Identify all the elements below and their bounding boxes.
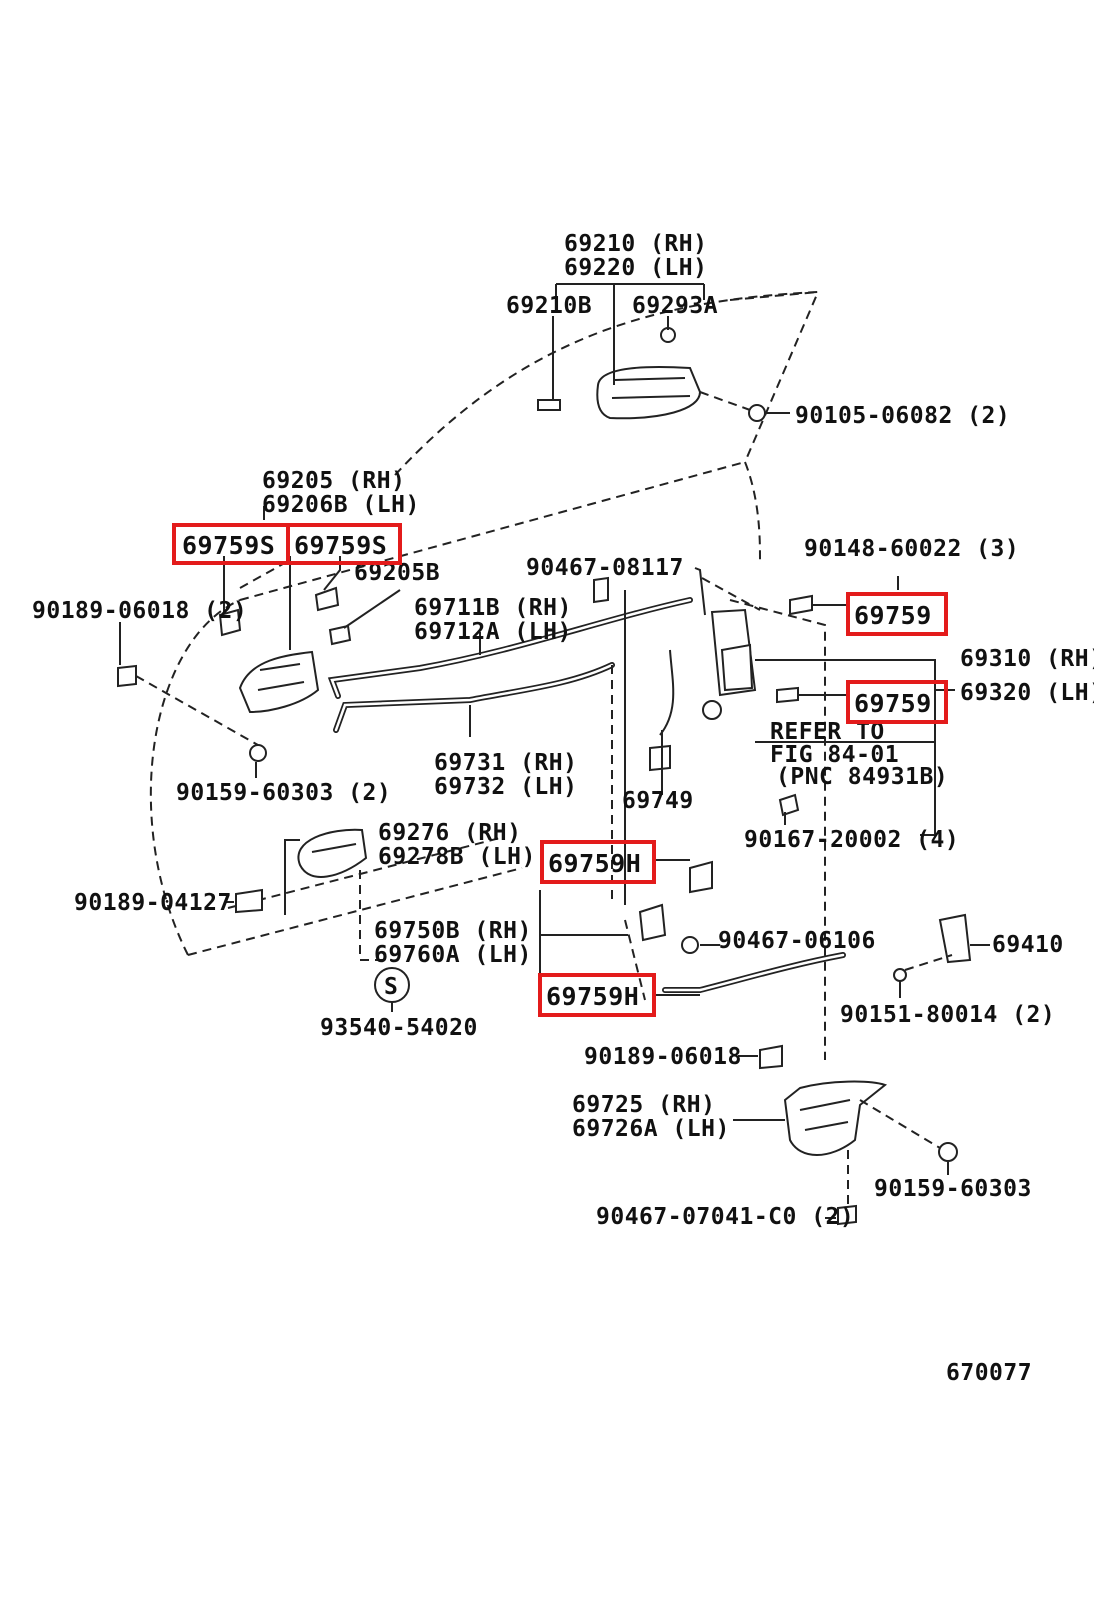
highlight-69759-a: 69759 xyxy=(854,601,932,630)
label-90467-06106: 90467-06106 xyxy=(718,928,876,954)
refer-note-line-3: (PNC 84931B) xyxy=(776,764,948,790)
label-69320: 69320 (LH) xyxy=(960,680,1094,706)
highlight-box-5 xyxy=(540,840,656,884)
door-lock-icon xyxy=(593,576,813,817)
lock-rods xyxy=(327,597,693,737)
figure-id: 670077 xyxy=(946,1360,1032,1386)
label-90189-04127: 90189-04127 xyxy=(74,890,232,916)
label-69293a: 69293A xyxy=(632,293,718,319)
label-90105-06082: 90105-06082 (2) xyxy=(795,403,1010,429)
label-69726a: 69726A (LH) xyxy=(572,1116,730,1142)
label-90189-06018-a: 90189-06018 (2) xyxy=(32,598,247,624)
highlight-69759s-2: 69759S xyxy=(294,531,387,560)
outside-handle-icon xyxy=(537,327,766,422)
highlight-box-6 xyxy=(538,973,656,1017)
label-90167-20002: 90167-20002 (4) xyxy=(744,827,959,853)
label-69210b: 69210B xyxy=(506,293,592,319)
label-90151-80014: 90151-80014 (2) xyxy=(840,1002,1055,1028)
label-69760a: 69760A (LH) xyxy=(374,942,532,968)
inside-handle-leaders xyxy=(224,839,393,1012)
label-69276: 69276 (RH) xyxy=(378,820,521,846)
highlight-box-3 xyxy=(846,592,948,636)
highlight-box-2 xyxy=(286,523,402,565)
label-69310: 69310 (RH) xyxy=(960,646,1094,672)
refer-note-line-2: FIG 84-01 xyxy=(770,742,899,768)
label-69278b: 69278B (LH) xyxy=(378,844,536,870)
label-69205: 69205 (RH) xyxy=(262,468,405,494)
inner-handle-icon xyxy=(117,586,352,762)
label-90189-06018-b: 90189-06018 xyxy=(584,1044,742,1070)
label-69731: 69731 (RH) xyxy=(434,750,577,776)
label-69750b: 69750B (RH) xyxy=(374,918,532,944)
lock-striker-leaders xyxy=(733,1055,949,1219)
label-69711b: 69711B (RH) xyxy=(414,595,572,621)
s-symbol-circle xyxy=(374,967,410,1003)
highlight-69759s-1: 69759S xyxy=(182,531,275,560)
label-69712a: 69712A (LH) xyxy=(414,619,572,645)
label-69206b: 69206B (LH) xyxy=(262,492,420,518)
highlighted-parts: 69759S 69759S 69759 69759 69759H 69759H xyxy=(172,523,948,1017)
label-69749: 69749 xyxy=(622,788,694,814)
label-90467-07041-c0: 90467-07041-C0 (2) xyxy=(596,1204,854,1230)
label-93540-54020: 93540-54020 xyxy=(320,1015,478,1041)
highlight-box-4 xyxy=(846,680,948,724)
outside-handle-leaders xyxy=(552,283,819,414)
door-lock-leaders xyxy=(611,567,955,1060)
label-90467-08117: 90467-08117 xyxy=(526,555,684,581)
inside-handle-bezel-icon xyxy=(235,828,368,914)
label-69725: 69725 (RH) xyxy=(572,1092,715,1118)
part-labels: 69210 (RH) 69220 (LH) 69210B 69293A 9010… xyxy=(32,231,1094,1386)
label-69210: 69210 (RH) xyxy=(564,231,707,257)
label-90148-60022: 90148-60022 (3) xyxy=(804,536,1019,562)
highlight-69759h-b: 69759H xyxy=(546,982,639,1011)
label-69732: 69732 (LH) xyxy=(434,774,577,800)
label-90159-60303-b: 90159-60303 xyxy=(874,1176,1032,1202)
label-69220: 69220 (LH) xyxy=(564,255,707,281)
highlight-69759-b: 69759 xyxy=(854,689,932,718)
highlight-69759h-a: 69759H xyxy=(548,849,641,878)
label-69410: 69410 xyxy=(992,932,1064,958)
lock-striker-icon xyxy=(759,1044,958,1226)
s-symbol: S xyxy=(384,974,398,1000)
label-90159-60303-a: 90159-60303 (2) xyxy=(176,780,391,806)
lower-cable-icon xyxy=(638,860,972,993)
